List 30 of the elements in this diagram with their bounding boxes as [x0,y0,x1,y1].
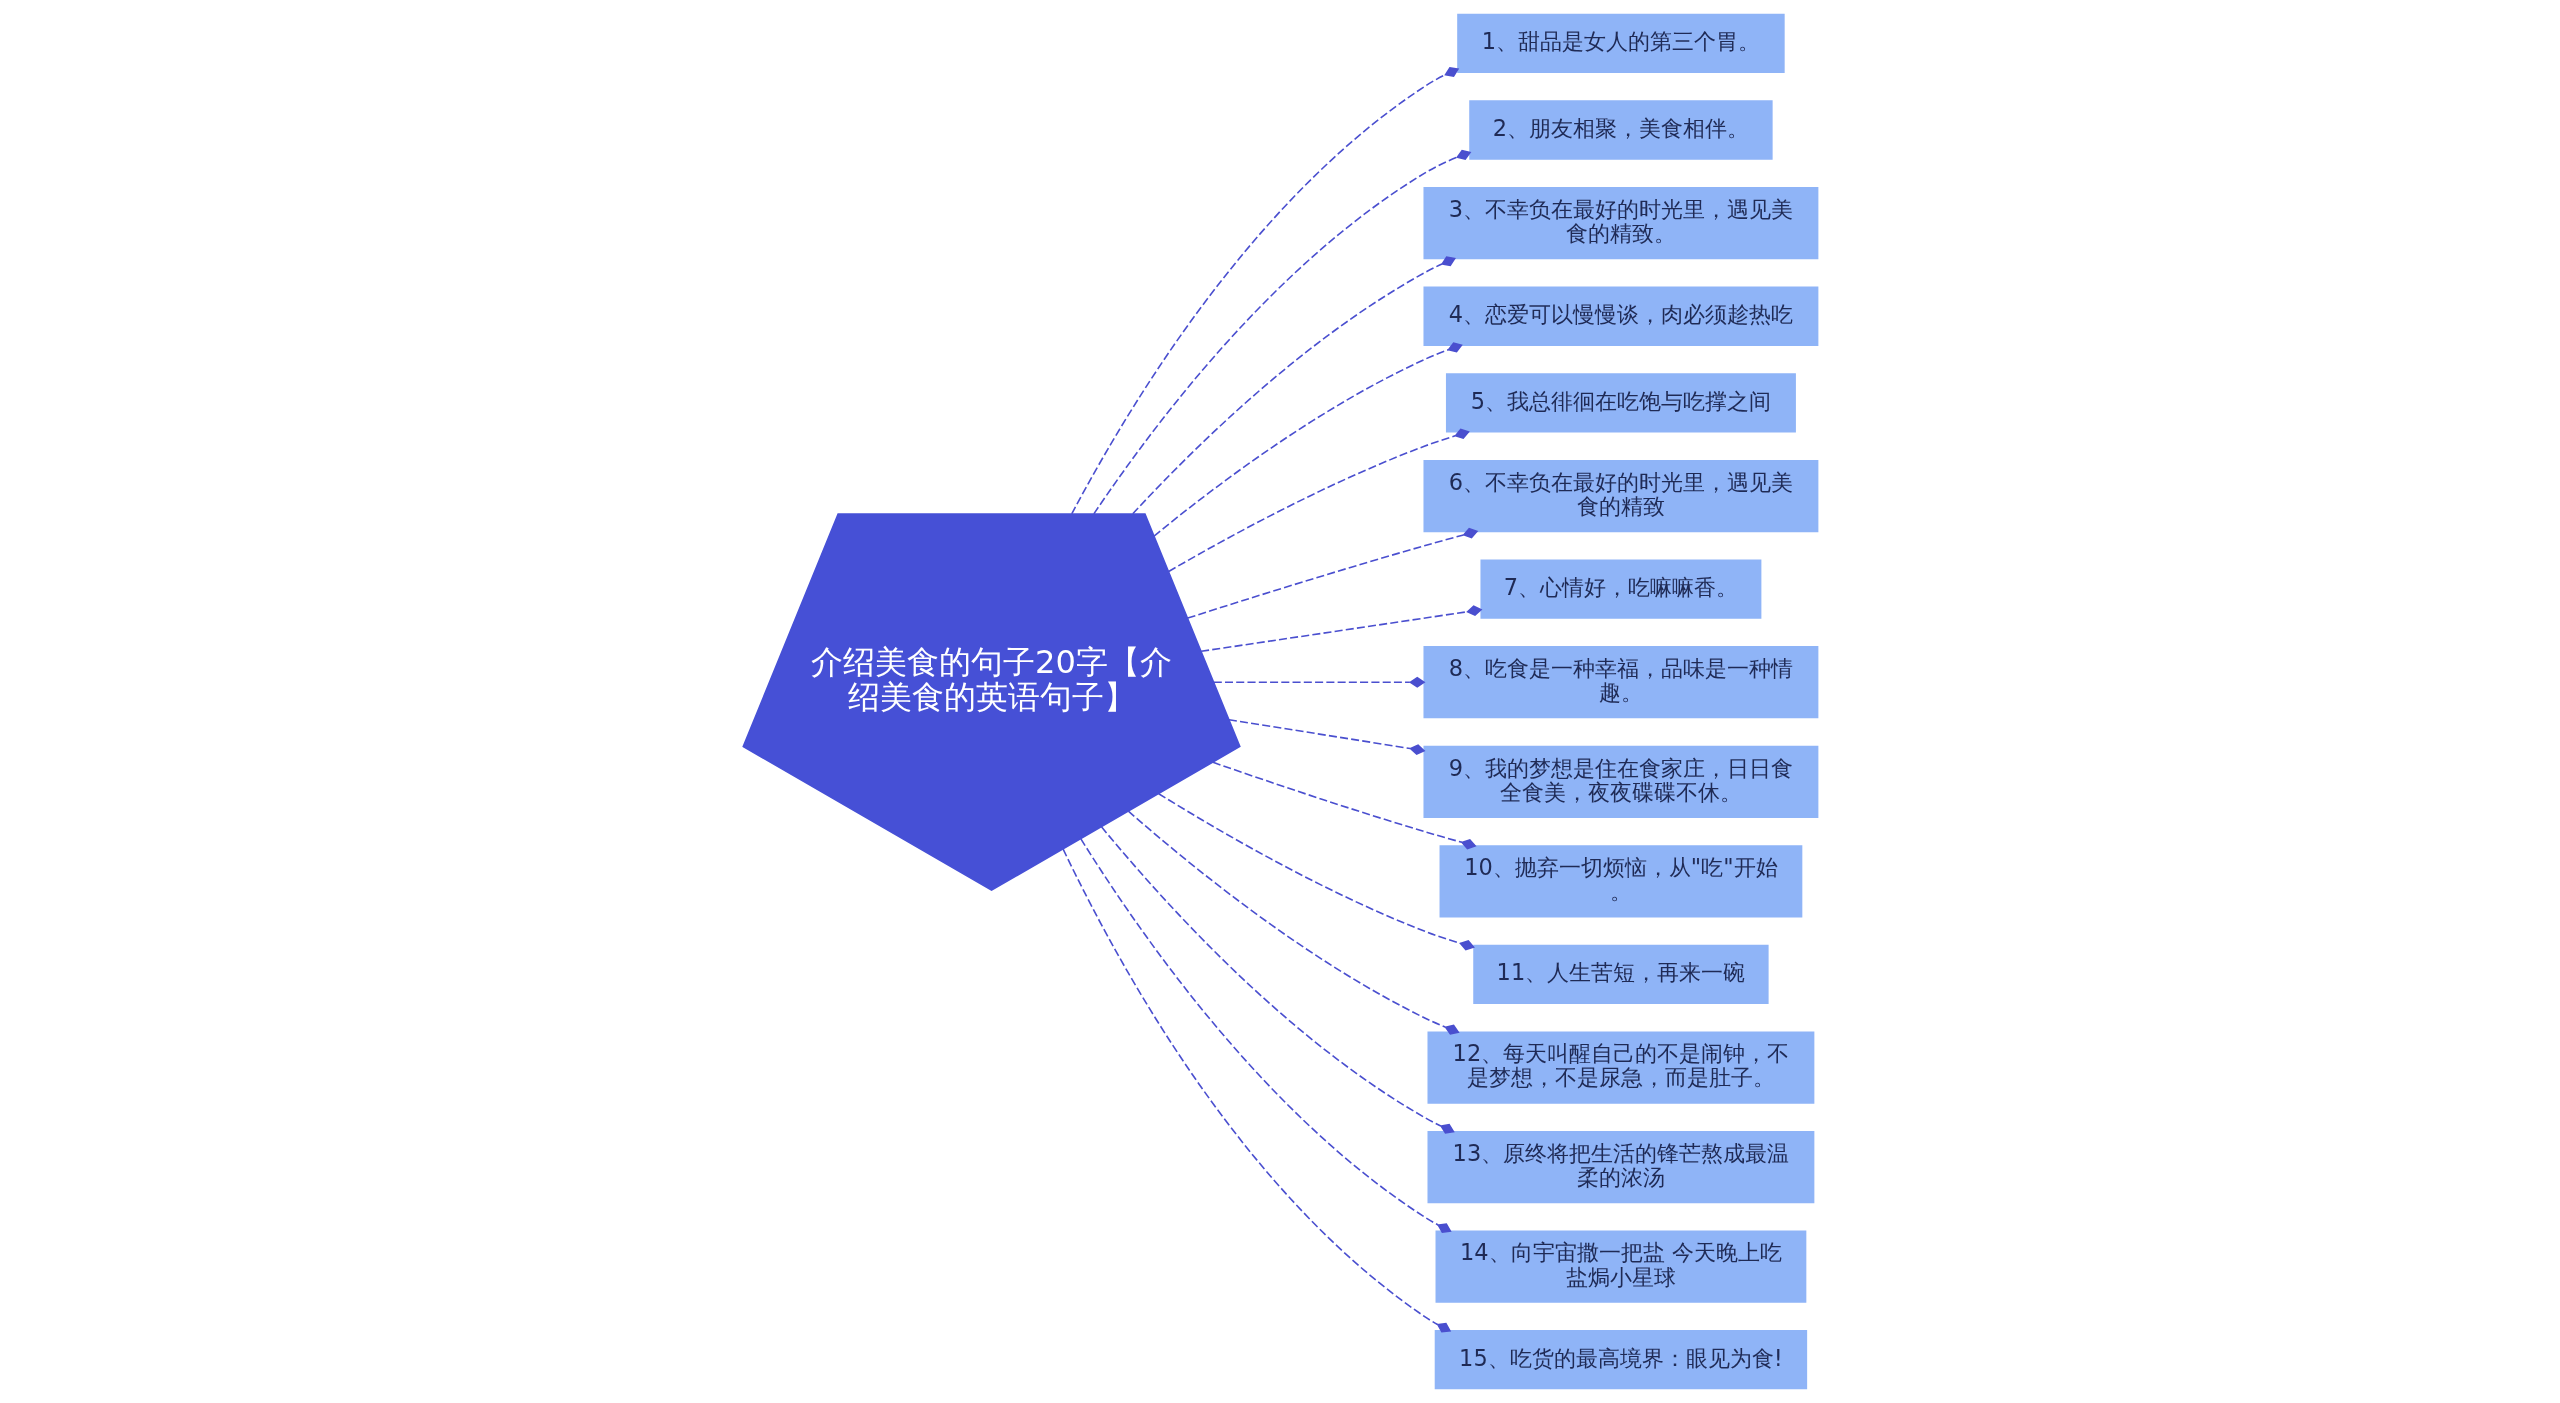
connector [1061,848,1451,1333]
node-box: 13、原终将把生活的锋芒熬成最温柔的浓汤 [1427,1130,1814,1204]
node-box: 9、我的梦想是住在食家庄，日日食全食美，夜夜碟碟不休。 [1422,745,1818,818]
node-box: 7、心情好，吃嘛嘛香。 [1479,559,1761,619]
connector [1186,527,1478,619]
node-box: 12、每天叫醒自己的不是闹钟，不是梦想，不是尿急，而是肚子。 [1427,1031,1814,1104]
node-box: 11、人生苦短，再来一碗 [1472,944,1769,1005]
connector [1227,718,1425,756]
connector [1167,428,1470,573]
connector [1131,256,1456,515]
node-box: 4、恋爱可以慢慢谈，肉必须趁热吃 [1422,286,1818,346]
connector [1127,810,1460,1035]
node-box: 10、抛弃一切烦恼，从"吃"开始。 [1439,845,1802,918]
node-box: 8、吃食是一种幸福，品味是一种情趣。 [1422,646,1818,719]
node-box: 14、向宇宙撒一把盐 今天晚上吃盐焗小星球 [1435,1230,1806,1303]
node-box: 15、吃货的最高境界：眼见为食! [1434,1329,1807,1390]
connector [1070,66,1459,515]
connector [1157,792,1475,951]
connector [1079,838,1452,1233]
node-box: 2、朋友相聚，美食相伴。 [1468,100,1773,160]
node-box: 1、甜品是女人的第三个胃。 [1456,13,1785,74]
node-box: 5、我总徘徊在吃饱与吃撑之间 [1445,373,1796,433]
node-box: 3、不幸负在最好的时光里，遇见美食的精致。 [1422,187,1818,260]
connector [1152,342,1463,537]
connector [1199,605,1482,653]
node-box: 6、不幸负在最好的时光里，遇见美食的精致 [1422,459,1818,533]
connector [1092,149,1471,515]
connector [1211,761,1477,850]
connector [1212,676,1425,688]
connector [1100,826,1455,1134]
